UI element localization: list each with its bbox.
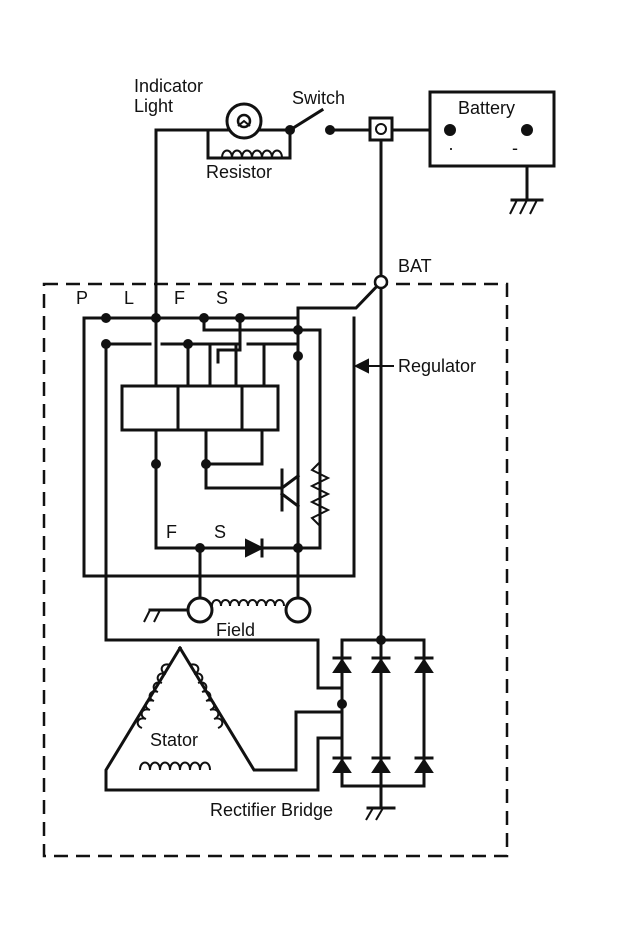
ignition-switch-icon (285, 107, 335, 135)
battery-negative-label: - (512, 138, 518, 158)
regulator-label: Regulator (398, 356, 476, 376)
rectifier-bridge-label: Rectifier Bridge (210, 800, 333, 820)
battery-icon (428, 90, 556, 168)
terminal-s-label: S (216, 288, 228, 308)
switch-label: Switch (292, 88, 345, 108)
indicator-light-label-line2: Light (134, 96, 173, 116)
ground-icon (509, 198, 544, 215)
terminal-l-label: L (124, 288, 134, 308)
stator-label: Stator (150, 730, 198, 750)
bat-terminal-icon (373, 274, 389, 290)
inner-s-label: S (214, 522, 226, 542)
terminal-f-label: F (174, 288, 185, 308)
junction-dots (101, 313, 386, 709)
stator-winding (104, 645, 344, 792)
terminal-p-label: P (76, 288, 88, 308)
resistor-label: Resistor (206, 162, 272, 182)
indicator-lamp-icon (225, 102, 263, 140)
alternator-housing-boundary (42, 282, 509, 858)
regulator-pointer-icon (353, 358, 394, 374)
junction-box-icon (368, 116, 394, 142)
field-coil (104, 342, 344, 690)
resistor-coil-icon (221, 149, 283, 159)
regulator-circuit (82, 279, 384, 642)
indicator-light-label-line1: Indicator (134, 76, 203, 96)
battery-positive-label: · (448, 138, 454, 158)
battery-label: Battery (458, 98, 515, 118)
bat-terminal-label: BAT (398, 256, 432, 276)
field-label: Field (216, 620, 255, 640)
rectifier-bridge (332, 638, 434, 821)
inner-f-label: F (166, 522, 177, 542)
